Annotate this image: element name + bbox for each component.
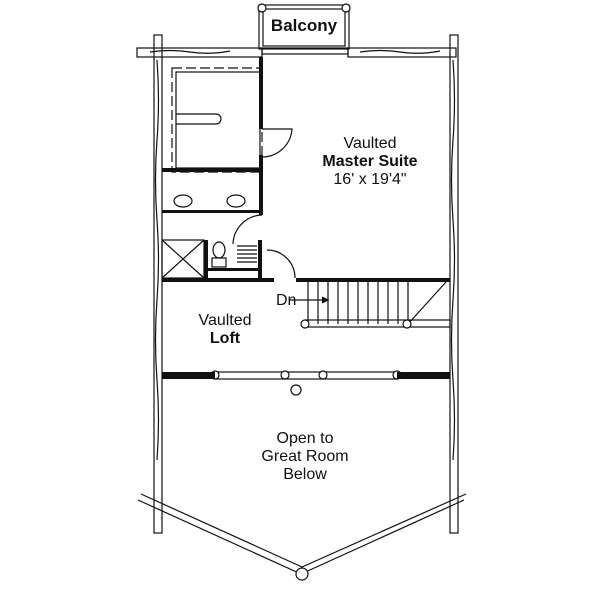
staircase bbox=[290, 281, 451, 329]
right-log-wall bbox=[449, 34, 459, 534]
master-qualifier: Vaulted bbox=[343, 135, 397, 152]
balcony-frame bbox=[257, 3, 351, 50]
loft-rail bbox=[210, 370, 402, 396]
room-label-balcony: Balcony bbox=[259, 16, 349, 35]
open-line-3: Below bbox=[283, 465, 327, 483]
bath-closet bbox=[161, 67, 296, 279]
stair-down-text: Dn bbox=[276, 292, 297, 309]
loft-name: Loft bbox=[209, 329, 241, 347]
loft-qualifier: Vaulted bbox=[198, 312, 252, 329]
master-dimensions: 16' x 19'4" bbox=[333, 170, 407, 188]
open-line-1: Open to bbox=[276, 430, 334, 447]
balcony-name: Balcony bbox=[270, 16, 338, 35]
room-label-open-to-below: Open to Great Room Below bbox=[230, 430, 380, 484]
master-name: Master Suite bbox=[322, 152, 418, 170]
stair-down-label: Dn bbox=[276, 292, 306, 310]
open-line-2: Great Room bbox=[261, 447, 349, 465]
room-label-loft: Vaulted Loft bbox=[180, 312, 270, 348]
room-label-master-suite: Vaulted Master Suite 16' x 19'4" bbox=[290, 135, 450, 189]
left-log-wall bbox=[153, 34, 163, 534]
bottom-v-wall bbox=[137, 493, 467, 581]
